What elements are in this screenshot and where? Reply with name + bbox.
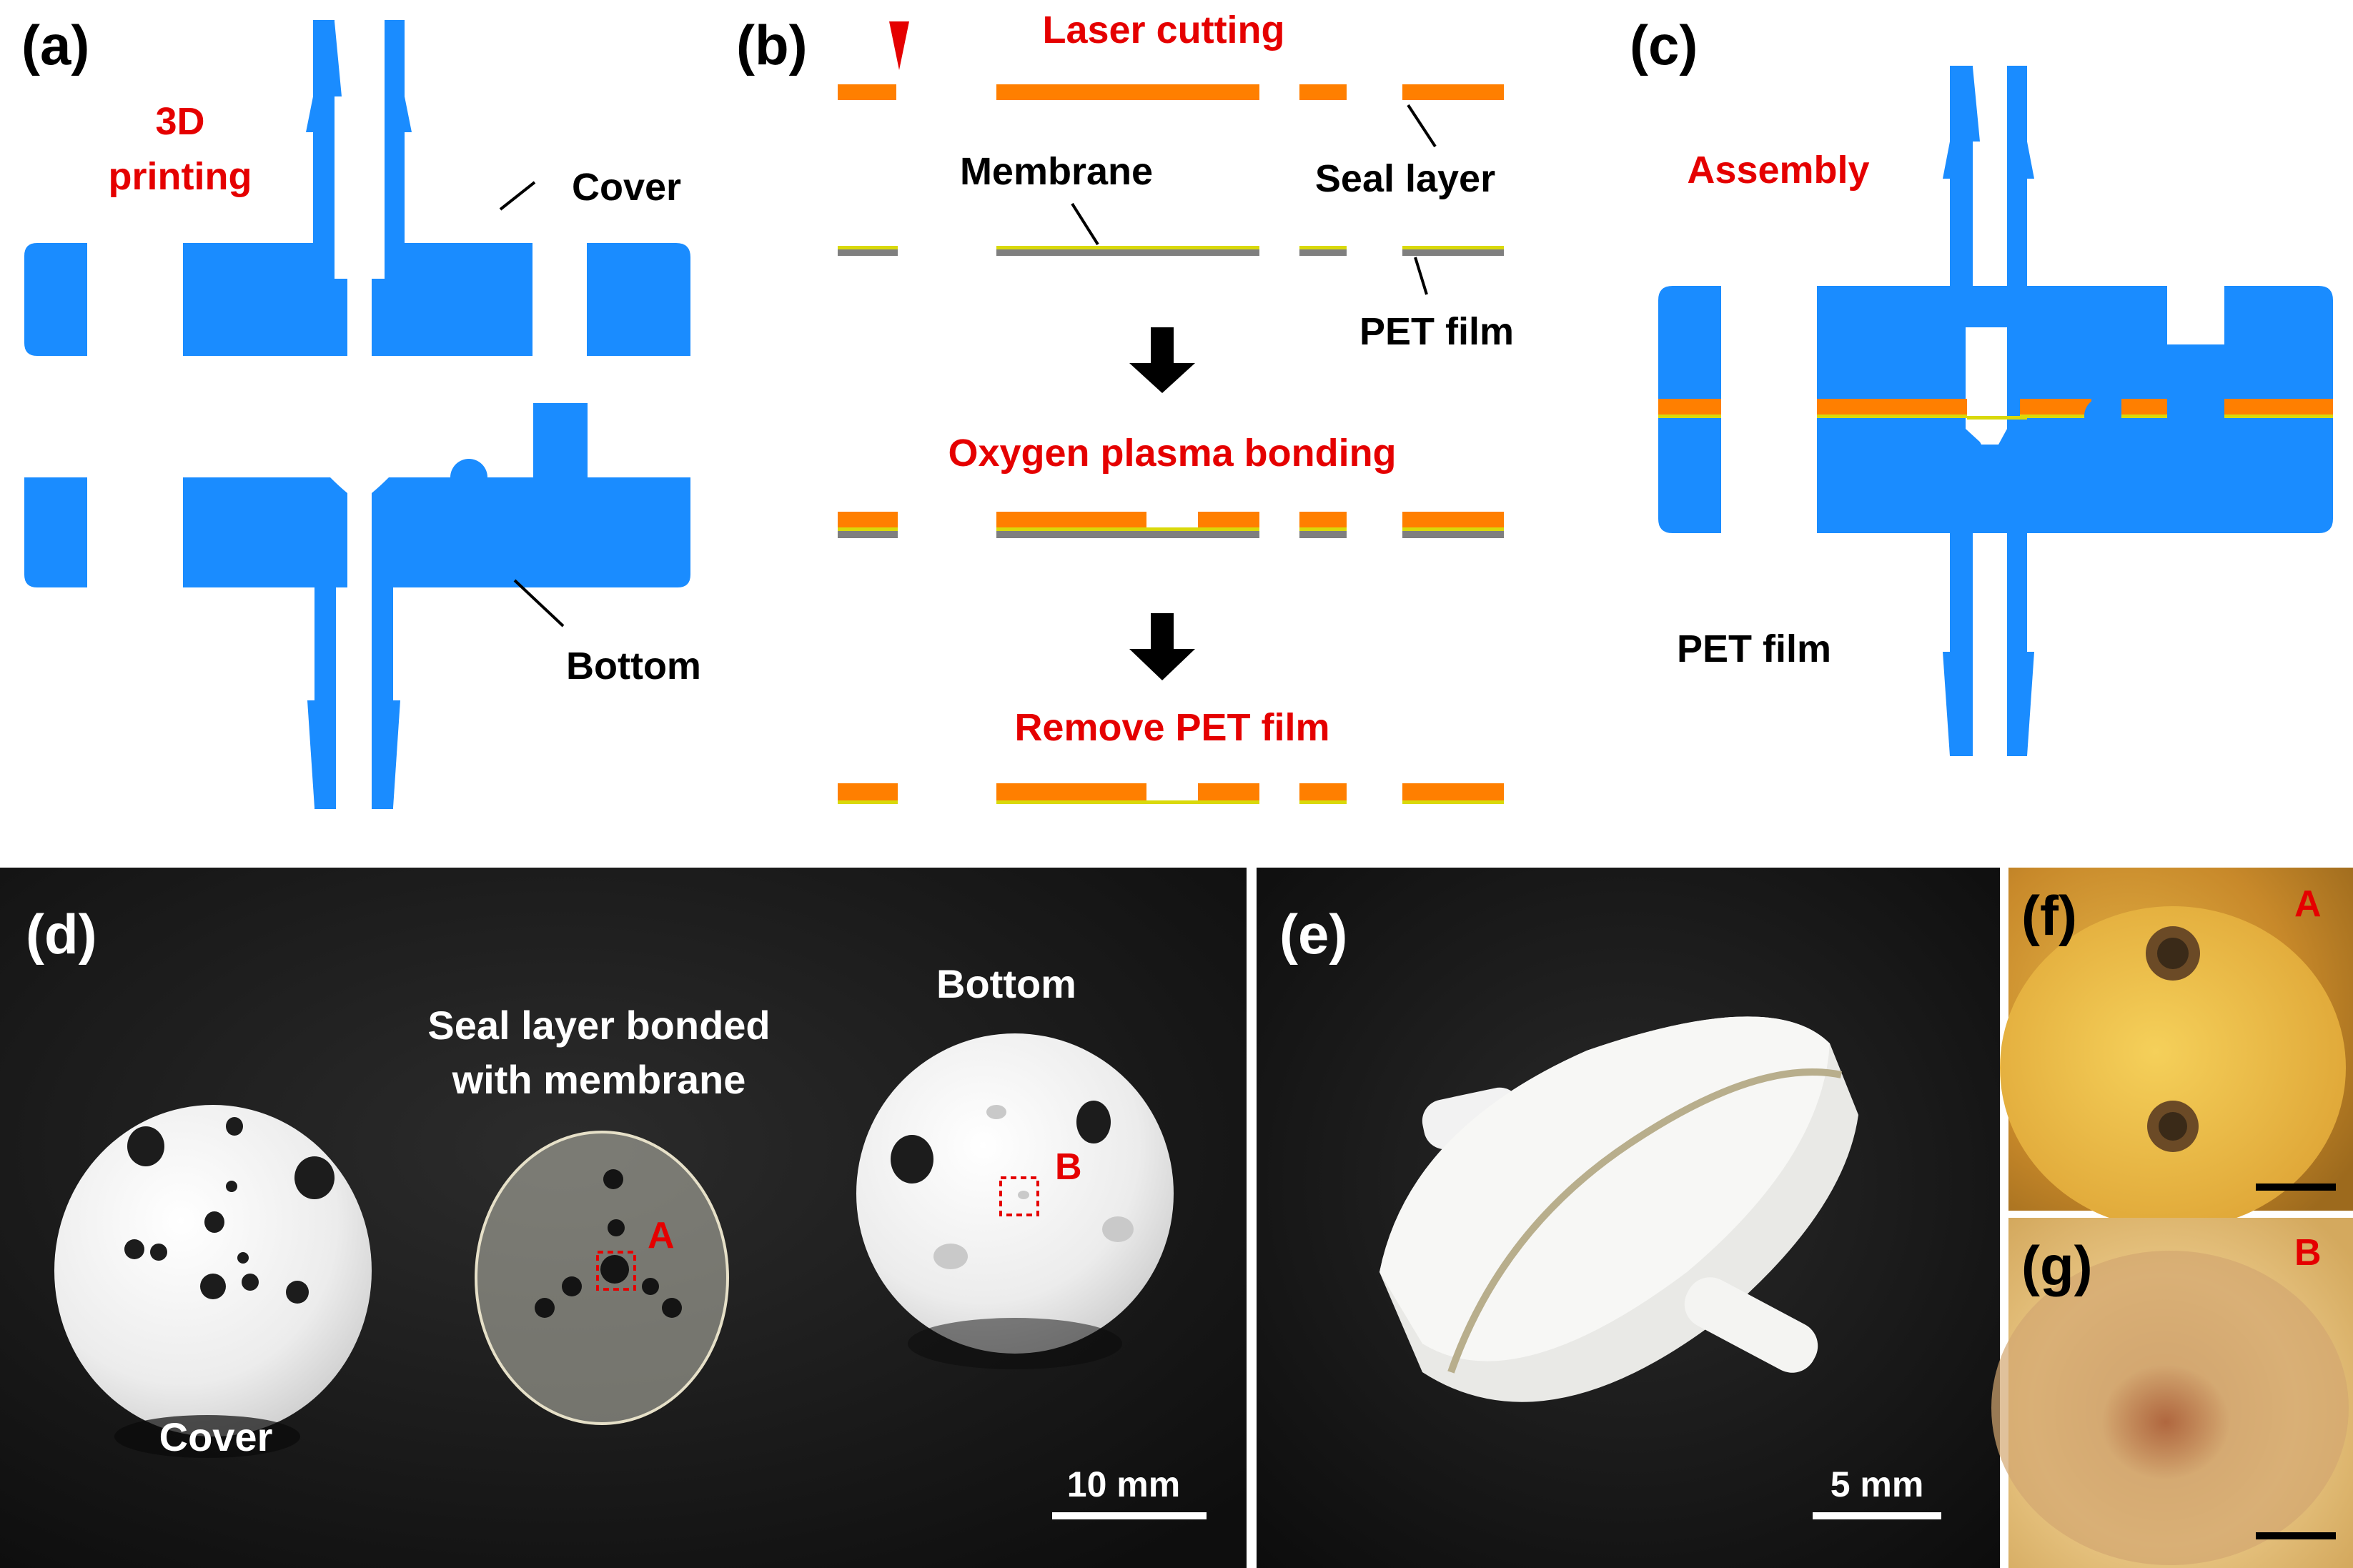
cover-end-block bbox=[587, 243, 690, 356]
cover-main-block bbox=[183, 20, 347, 356]
leader-bottom-a bbox=[513, 579, 565, 627]
scale-label-e: 5 mm bbox=[1831, 1464, 1924, 1504]
step-laser-cutting: Laser cutting bbox=[1042, 9, 1284, 51]
seal-segment bbox=[996, 84, 1259, 100]
region-b-box bbox=[999, 1176, 1039, 1216]
label-seal-layer: Seal layer bbox=[1315, 157, 1495, 200]
panel-c-letter: (c) bbox=[1630, 14, 1698, 76]
panel-d-letter: (d) bbox=[26, 903, 97, 966]
scale-bar-d bbox=[1052, 1512, 1207, 1519]
photo-label-bottom: Bottom bbox=[936, 961, 1076, 1006]
label-pet-film-b: PET film bbox=[1359, 310, 1514, 353]
panel-f: (f) A bbox=[2000, 868, 2353, 1229]
step-3d-printing-line1: 3D bbox=[155, 100, 204, 143]
leader-pet bbox=[1414, 257, 1428, 295]
assembly-inlet-bottom-tip bbox=[1943, 652, 1973, 756]
bottom-inlet-tip bbox=[307, 700, 336, 808]
panel-b: (b) Laser cutting Membrane Seal layer bbox=[736, 9, 1514, 804]
arrow-down-icon bbox=[1129, 327, 1195, 393]
cover-shadow bbox=[114, 1415, 300, 1458]
region-a-box bbox=[596, 1251, 636, 1291]
bottom-outlet-tip bbox=[372, 700, 400, 808]
assembly-outlet-tip bbox=[2007, 67, 2034, 179]
bottom-left-block bbox=[24, 477, 87, 587]
label-pet-film-c: PET film bbox=[1677, 627, 1831, 670]
filter-outlet bbox=[1684, 1277, 1818, 1373]
scale-label-d: 10 mm bbox=[1067, 1464, 1180, 1504]
panel-e: (e) 5 mm bbox=[1257, 868, 2000, 1568]
cover-outlet-tip bbox=[385, 21, 412, 132]
pores-f bbox=[2146, 926, 2200, 1152]
photo-mark-a: A bbox=[648, 1215, 675, 1256]
assembly-outlet-riser bbox=[2167, 386, 2224, 417]
step-assembly: Assembly bbox=[1687, 149, 1869, 192]
bonded-stack-row bbox=[838, 512, 1504, 538]
stain-spot-g bbox=[2101, 1365, 2230, 1479]
assembly-chamber-top bbox=[2091, 399, 2121, 415]
assembly-seal-layer bbox=[1658, 399, 2333, 420]
photo-label-seal-line2: with membrane bbox=[452, 1057, 746, 1102]
panel-g-letter: (g) bbox=[2021, 1234, 2093, 1297]
cover-holes bbox=[124, 1117, 335, 1304]
panel-b-letter: (b) bbox=[736, 14, 808, 76]
seal-disc-holes bbox=[535, 1169, 682, 1318]
cover-disc bbox=[54, 1105, 372, 1436]
bottom-recesses bbox=[933, 1105, 1134, 1269]
assembly-lower-cavity bbox=[1973, 426, 2007, 445]
assembly-channel-cavity bbox=[1973, 327, 2007, 443]
bottom-main-block bbox=[183, 477, 347, 587]
cover-left-block bbox=[24, 243, 87, 356]
seal-membrane-disc bbox=[476, 1132, 728, 1424]
panel-d: Cover A Seal layer bonded with membrane bbox=[0, 868, 1247, 1568]
leader-seal bbox=[1407, 104, 1437, 148]
photo-label-seal-line1: Seal layer bonded bbox=[427, 1003, 770, 1048]
scale-bar-f bbox=[2256, 1184, 2336, 1191]
assembly-inlet-tip bbox=[1943, 67, 1980, 179]
assembled-filter bbox=[1379, 1016, 1858, 1402]
panel-f-letter: (f) bbox=[2021, 884, 2077, 947]
seal-disc-rim bbox=[475, 1131, 729, 1425]
label-membrane: Membrane bbox=[960, 150, 1153, 193]
cover-right-block bbox=[372, 20, 532, 356]
panel-g-mark: B bbox=[2294, 1232, 2322, 1274]
panel-a: (a) 3D printing Cover Bottom bbox=[21, 14, 701, 809]
bottom-right-block bbox=[372, 403, 690, 587]
membrane-disc-f bbox=[2000, 906, 2346, 1229]
laser-pointer-icon bbox=[889, 21, 909, 70]
assembly-outlet-bottom-tip bbox=[2007, 652, 2034, 756]
photo-mark-b: B bbox=[1055, 1146, 1082, 1188]
final-seal-row bbox=[838, 783, 1504, 804]
photo-label-cover: Cover bbox=[159, 1414, 273, 1459]
arrow-down-icon-2 bbox=[1129, 613, 1195, 680]
cover-inlet-tip bbox=[306, 21, 342, 132]
panel-e-letter: (e) bbox=[1279, 903, 1347, 966]
label-cover: Cover bbox=[572, 166, 681, 209]
scale-bar-e bbox=[1813, 1512, 1941, 1519]
leader-membrane bbox=[1071, 202, 1099, 246]
step-3d-printing-line2: printing bbox=[109, 155, 252, 198]
leader-cover-a bbox=[499, 181, 536, 211]
scale-bar-g bbox=[2256, 1532, 2336, 1539]
panel-a-letter: (a) bbox=[21, 14, 89, 76]
bottom-disc bbox=[856, 1033, 1174, 1354]
step-remove-pet-film: Remove PET film bbox=[1014, 706, 1329, 749]
label-bottom: Bottom bbox=[566, 645, 701, 688]
bottom-shadow bbox=[908, 1318, 1122, 1369]
panel-f-mark: A bbox=[2294, 883, 2322, 925]
panel-c: (c) Assembly PET film bbox=[1630, 14, 2333, 756]
membrane-pet-row bbox=[838, 246, 1504, 256]
step-oxygen-plasma-bonding: Oxygen plasma bonding bbox=[948, 432, 1396, 475]
panel-g: (g) B bbox=[1991, 1218, 2353, 1568]
bottom-holes bbox=[891, 1101, 1111, 1184]
